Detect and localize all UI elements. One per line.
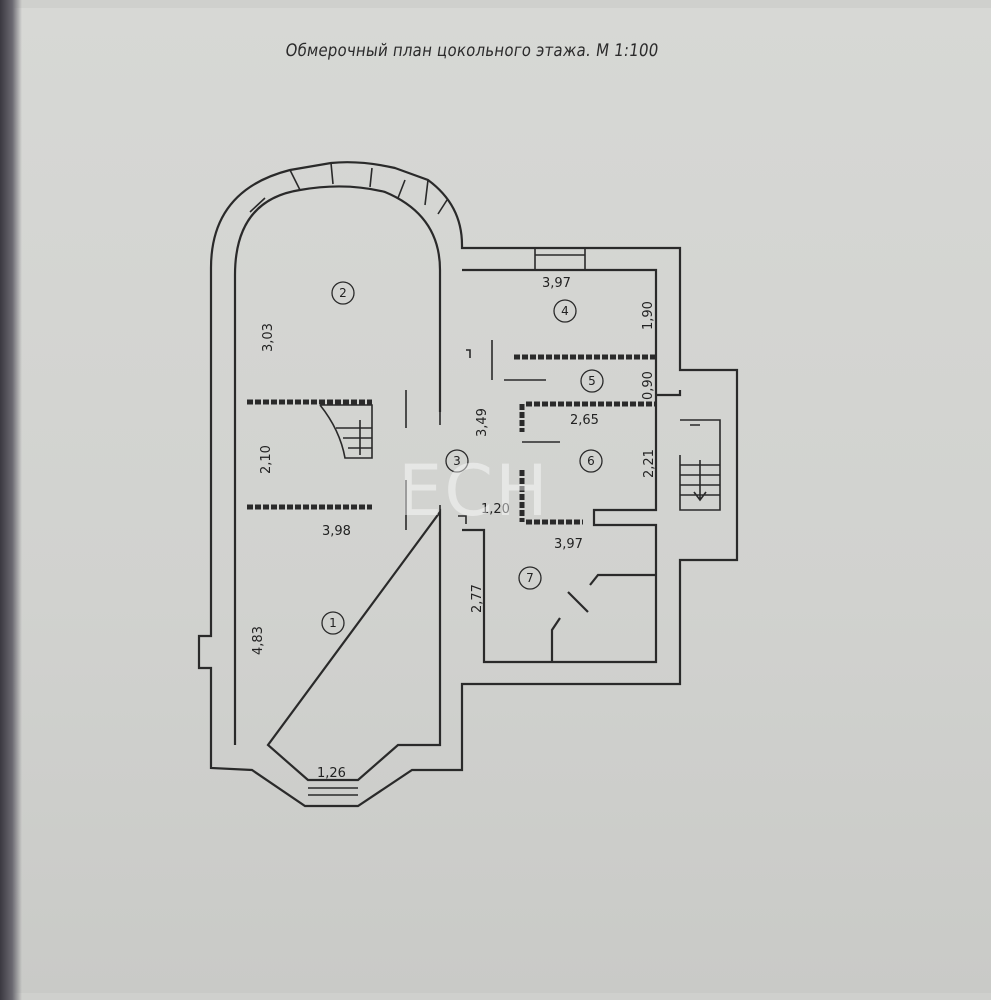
dim-room5-height: 0,90 [641,371,656,400]
svg-text:1: 1 [329,616,337,630]
dim-room1-width: 3,98 [322,524,351,539]
outer-wall [197,161,739,808]
svg-text:5: 5 [588,374,596,388]
dim-passage-width: 1,20 [481,502,510,517]
watermark: ЕСН [398,450,550,532]
bay-window [308,787,358,796]
right-stair [679,419,721,511]
dim-room7-height: 2,77 [470,584,485,613]
svg-text:2: 2 [339,286,347,300]
dim-room1-height: 4,83 [251,626,266,655]
dim-room6-height: 2,21 [642,449,657,478]
dim-stair-height: 2,10 [259,445,274,474]
dim-room2-height: 3,03 [261,323,276,352]
svg-text:3: 3 [453,454,461,468]
room4-window [534,248,586,270]
svg-text:7: 7 [526,571,534,585]
right-inner-wall [462,268,682,664]
room7-partitions [550,573,656,662]
dim-corridor-height: 3,49 [475,408,490,437]
dim-room6-width: 2,65 [570,413,599,428]
top-windows [249,162,448,215]
drawing-sheet [14,8,991,993]
inner-wall [233,185,442,782]
door-marks [405,340,700,530]
room-marker-1: 1 [321,611,345,635]
svg-text:4: 4 [561,304,569,318]
room-marker-3: 3 [445,449,469,473]
room-marker-5: 5 [580,369,604,393]
page-edge-shadow [0,0,22,1000]
dim-room4-height: 1,90 [641,301,656,330]
room-marker-7: 7 [518,566,542,590]
svg-text:6: 6 [587,454,595,468]
room-marker-4: 4 [553,299,577,323]
dim-bay-width: 1,26 [317,766,346,781]
dim-room4-width: 3,97 [542,276,571,291]
room-marker-6: 6 [579,449,603,473]
left-stair [319,404,373,459]
room-marker-2: 2 [331,281,355,305]
dim-room7-width: 3,97 [554,537,583,552]
